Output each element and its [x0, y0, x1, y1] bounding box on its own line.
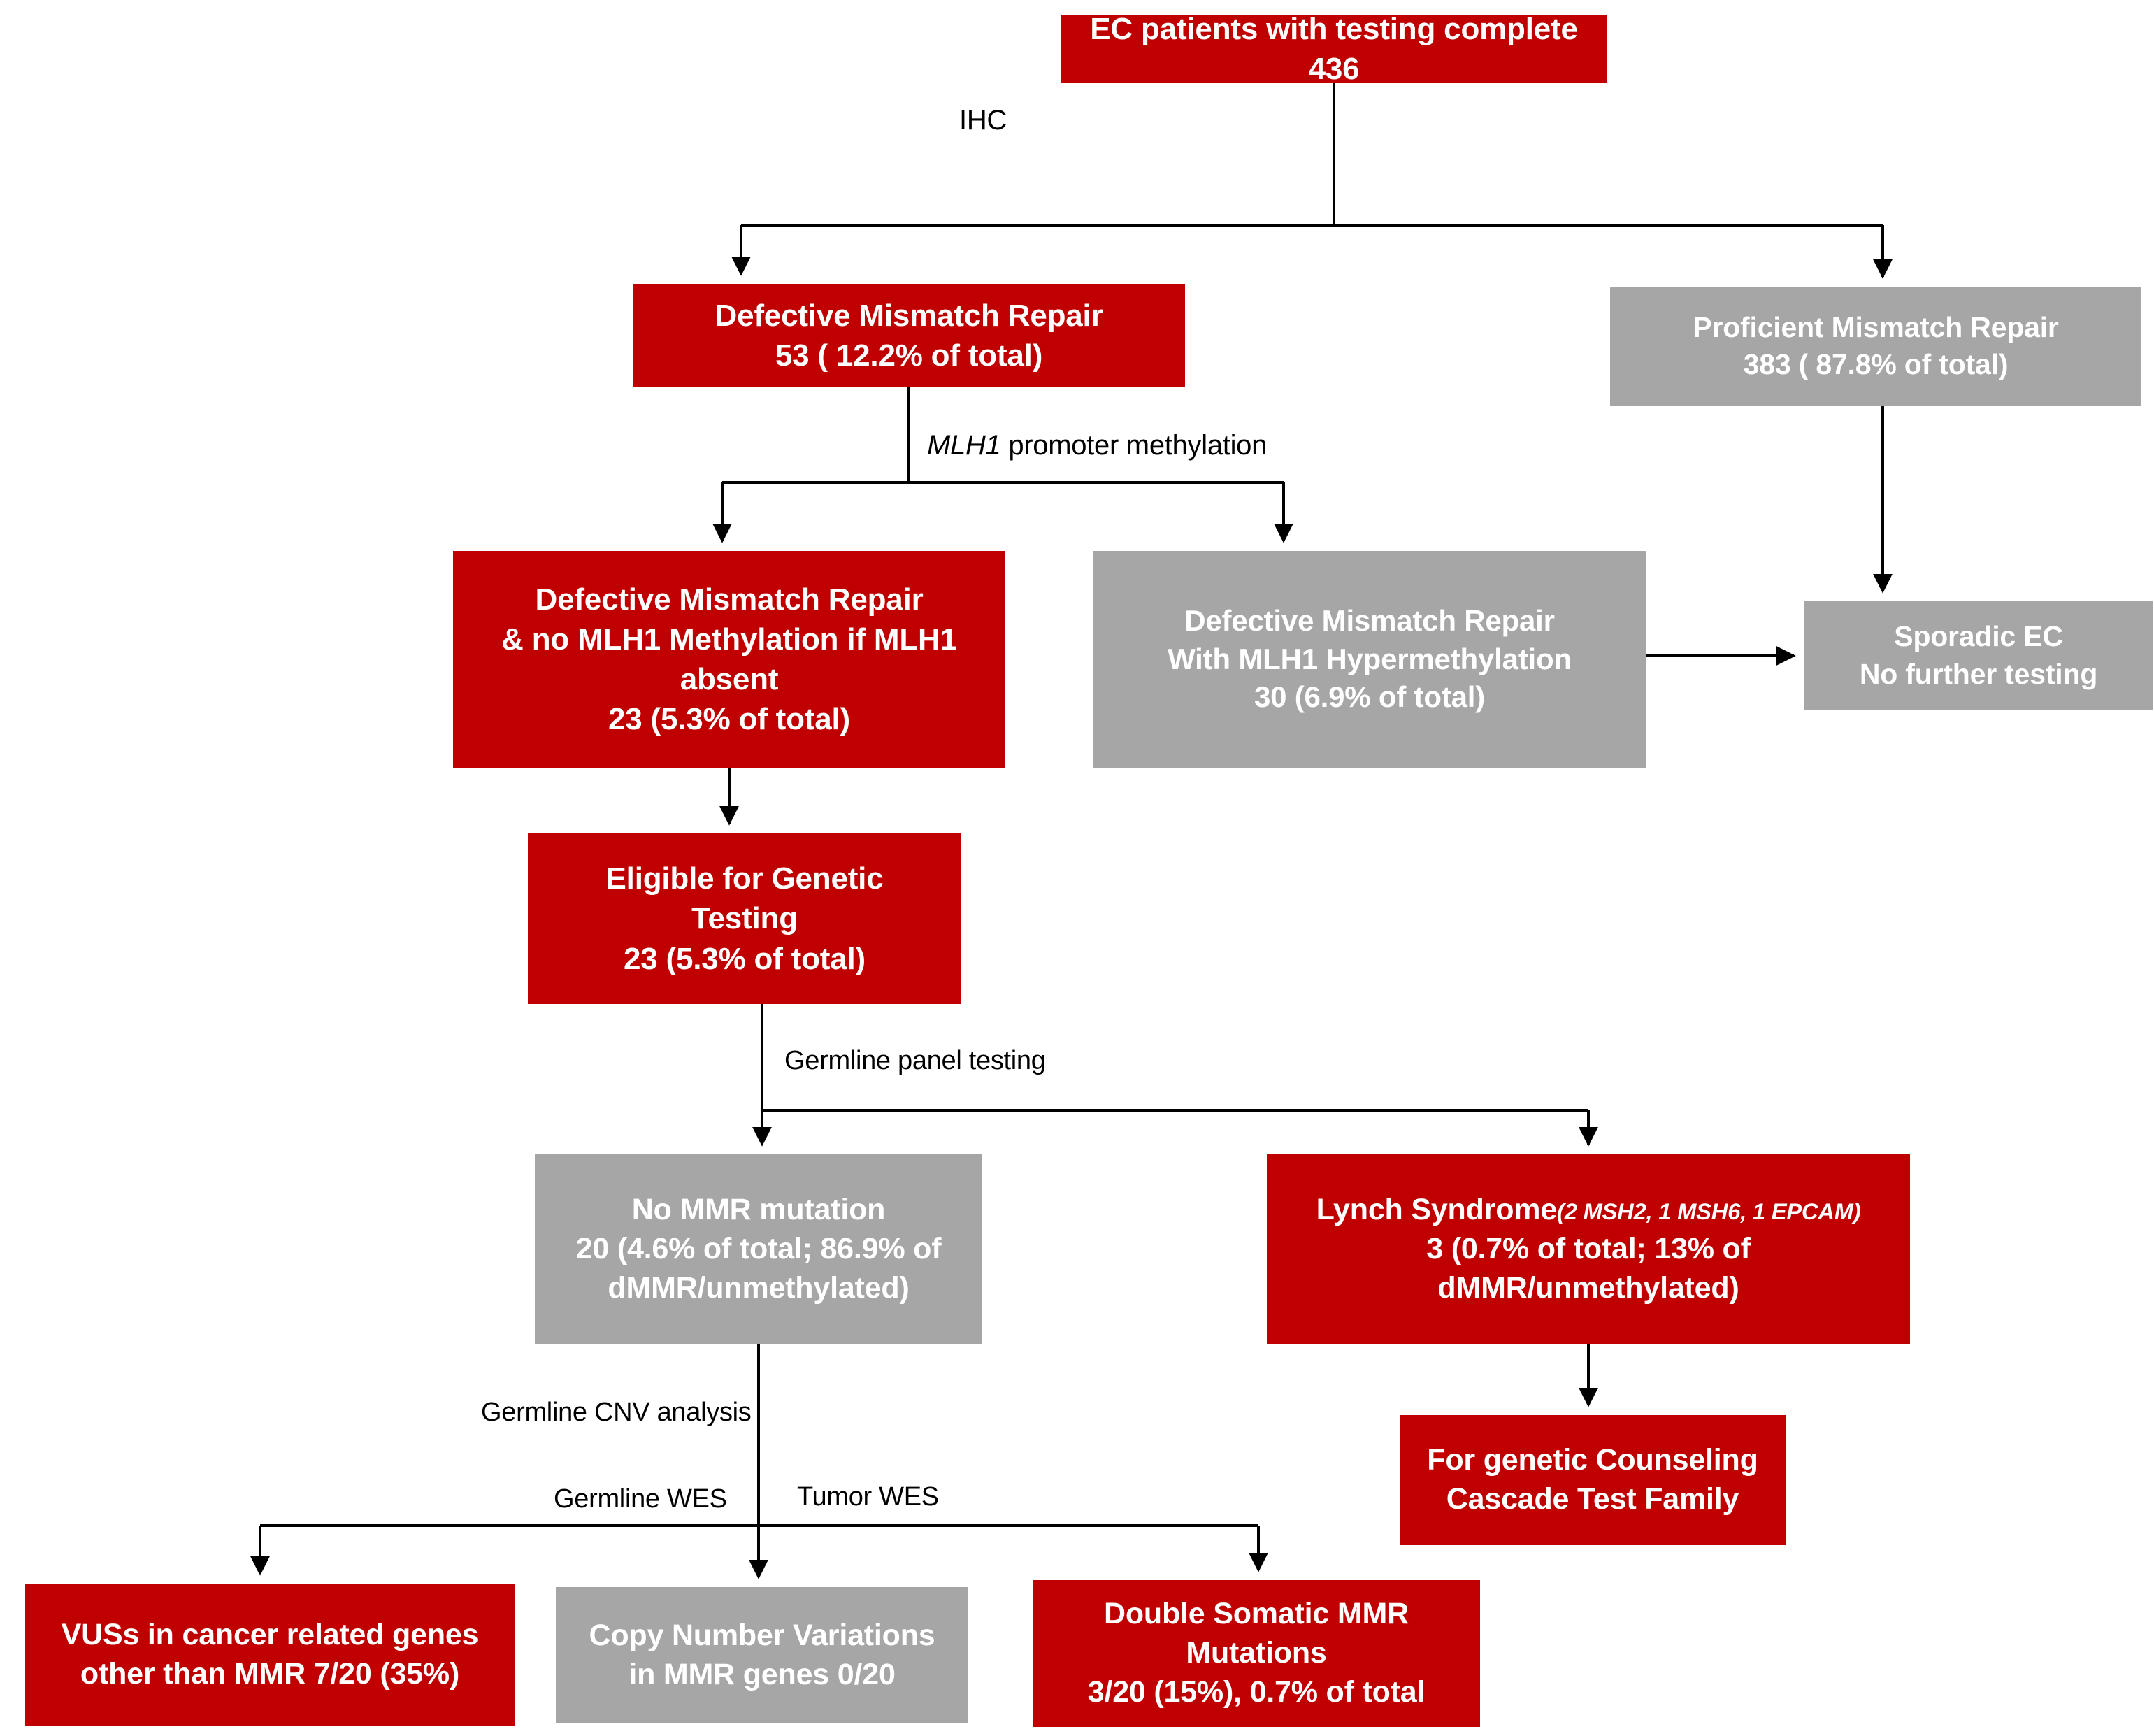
node-line-with-gene-note: Lynch Syndrome(2 MSH2, 1 MSH6, 1 EPCAM) — [1316, 1191, 1861, 1230]
edge-label-germline-wes: Germline WES — [554, 1484, 727, 1514]
edge-label-germline-panel-testing: Germline panel testing — [784, 1046, 1046, 1075]
node-proficient-mismatch-repair: Proficient Mismatch Repair 383 ( 87.8% o… — [1610, 287, 2141, 406]
node-line: No MMR mutation — [631, 1193, 886, 1227]
node-line: Testing — [691, 901, 798, 936]
node-line: Defective Mismatch Repair — [1184, 604, 1555, 638]
node-vuss-in-cancer-related-genes: VUSs in cancer related genes other than … — [25, 1584, 515, 1726]
node-line: VUSs in cancer related genes — [61, 1618, 479, 1652]
node-eligible-for-genetic-testing: Eligible for Genetic Testing 23 (5.3% of… — [528, 833, 961, 1004]
node-line: Sporadic EC — [1894, 620, 2063, 653]
lynch-syndrome-label: Lynch Syndrome — [1316, 1193, 1558, 1227]
node-line: Cascade Test Family — [1446, 1482, 1739, 1516]
lynch-syndrome-gene-note: (2 MSH2, 1 MSH6, 1 EPCAM) — [1557, 1198, 1861, 1225]
node-line: 383 ( 87.8% of total) — [1743, 348, 2009, 380]
node-line: dMMR/unmethylated) — [608, 1270, 910, 1305]
node-for-genetic-counseling-cascade-test-family: For genetic Counseling Cascade Test Fami… — [1400, 1415, 1786, 1545]
node-line: 3/20 (15%), 0.7% of total — [1087, 1674, 1426, 1709]
node-double-somatic-mmr-mutations: Double Somatic MMR Mutations 3/20 (15%),… — [1033, 1580, 1480, 1727]
node-line: in MMR genes 0/20 — [629, 1657, 896, 1691]
node-line: Double Somatic MMR — [1104, 1597, 1409, 1631]
node-copy-number-variations-in-mmr-genes: Copy Number Variations in MMR genes 0/20 — [556, 1587, 968, 1723]
node-sporadic-ec-no-further-testing: Sporadic EC No further testing — [1804, 601, 2153, 710]
node-line: Eligible for Genetic — [605, 861, 884, 896]
node-defective-mmr-no-mlh1-methylation: Defective Mismatch Repair & no MLH1 Meth… — [453, 551, 1005, 768]
node-line: With MLH1 Hypermethylation — [1168, 642, 1572, 675]
node-defective-mismatch-repair: Defective Mismatch Repair 53 ( 12.2% of … — [633, 284, 1185, 387]
node-line: EC patients with testing complete — [1090, 11, 1578, 46]
mlh1-gene-name: MLH1 — [927, 430, 1001, 461]
edge-label-ihc: IHC — [959, 105, 1007, 136]
node-line: other than MMR 7/20 (35%) — [80, 1657, 460, 1691]
node-line: 436 — [1308, 52, 1360, 86]
edge-label-tumor-wes: Tumor WES — [797, 1482, 939, 1512]
node-line: absent — [680, 662, 779, 696]
node-line: Proficient Mismatch Repair — [1693, 310, 2059, 343]
edge-label-germline-cnv-analysis: Germline CNV analysis — [481, 1398, 752, 1427]
mlh1-label-rest: promoter methylation — [1008, 430, 1268, 461]
node-line: Mutations — [1186, 1636, 1327, 1670]
node-line: dMMR/unmethylated) — [1437, 1270, 1739, 1305]
node-line: & no MLH1 Methylation if MLH1 — [501, 622, 957, 657]
node-line: 30 (6.9% of total) — [1254, 680, 1486, 714]
node-line: No further testing — [1859, 657, 2098, 690]
node-lynch-syndrome: Lynch Syndrome(2 MSH2, 1 MSH6, 1 EPCAM) … — [1267, 1154, 1910, 1344]
node-line: For genetic Counseling — [1427, 1443, 1758, 1477]
node-line: Defective Mismatch Repair — [715, 298, 1103, 333]
node-line: 20 (4.6% of total; 86.9% of — [575, 1232, 942, 1266]
node-defective-mmr-with-mlh1-hypermethylation: Defective Mismatch Repair With MLH1 Hype… — [1093, 551, 1646, 768]
node-line: 23 (5.3% of total) — [608, 702, 850, 737]
node-line: 53 ( 12.2% of total) — [775, 338, 1043, 373]
node-line: Copy Number Variations — [589, 1618, 935, 1652]
node-no-mmr-mutation: No MMR mutation 20 (4.6% of total; 86.9%… — [535, 1154, 982, 1344]
node-line: Defective Mismatch Repair — [535, 582, 924, 617]
node-line: 23 (5.3% of total) — [623, 941, 866, 976]
edge-label-mlh1-promoter-methylation: MLH1 promoter methylation — [927, 430, 1267, 461]
node-ec-patients-testing-complete: EC patients with testing complete 436 — [1061, 12, 1607, 86]
node-line: 3 (0.7% of total; 13% of — [1426, 1232, 1751, 1266]
